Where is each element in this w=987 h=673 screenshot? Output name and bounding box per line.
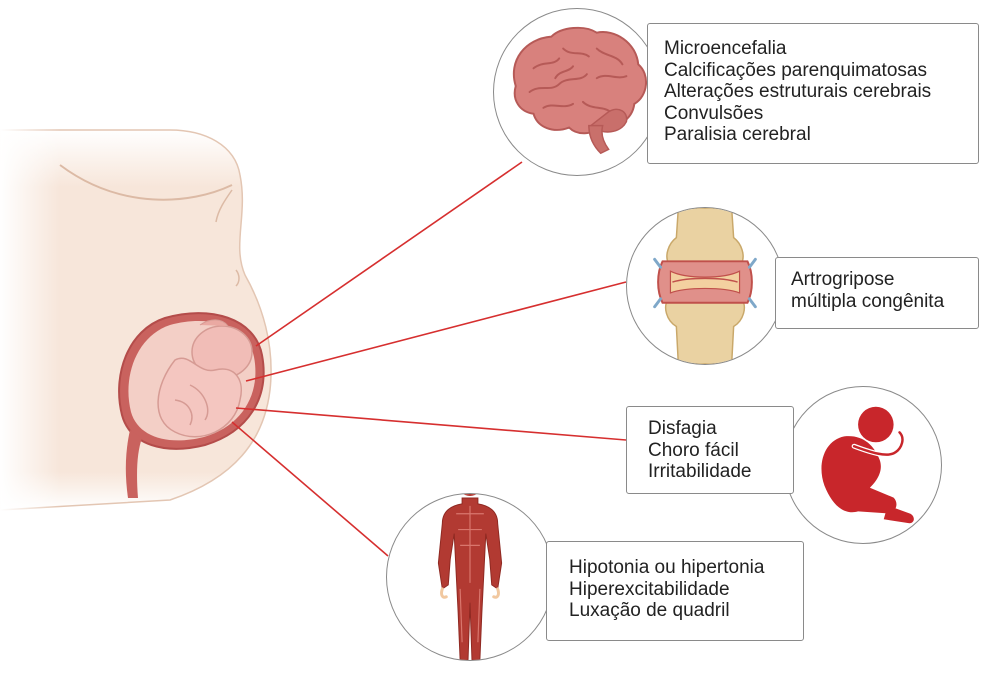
muscular-body-icon [387,494,553,660]
brain-icon [494,9,660,175]
motor-findings-box: Hipotonia ou hipertonia Hiperexcitabilid… [546,541,804,641]
behavior-item: Choro fácil [648,440,793,462]
neuro-item: Alterações estruturais cerebrais [664,81,978,103]
neuro-item: Paralisia cerebral [664,124,978,146]
neuro-item: Convulsões [664,103,978,125]
motor-item: Hiperexcitabilidade [569,579,803,601]
neuro-item: Microencefalia [664,38,978,60]
joint-item: Artrogripose [791,269,978,291]
connector-line-motor [232,422,388,556]
pregnant-abdomen-fetus-icon [0,120,271,520]
knee-joint-icon [627,208,783,364]
connector-line-joint [246,282,626,381]
joint-item: múltipla congênita [791,291,978,313]
joint-circle [626,207,784,365]
motor-item: Hipotonia ou hipertonia [569,557,803,579]
behavior-item: Irritabilidade [648,461,793,483]
body-circle [386,493,554,661]
behavior-item: Disfagia [648,418,793,440]
child-circle [784,386,942,544]
joint-findings-box: Artrogripose múltipla congênita [775,257,979,329]
neuro-item: Calcificações parenquimatosas [664,60,978,82]
connector-line-behavior [236,408,626,440]
neuro-findings-box: Microencefalia Calcificações parenquimat… [647,23,979,164]
connector-line-neuro [256,162,522,346]
crying-child-icon [785,387,941,543]
brain-circle [493,8,661,176]
behavior-findings-box: Disfagia Choro fácil Irritabilidade [626,406,794,494]
motor-item: Luxação de quadril [569,600,803,622]
